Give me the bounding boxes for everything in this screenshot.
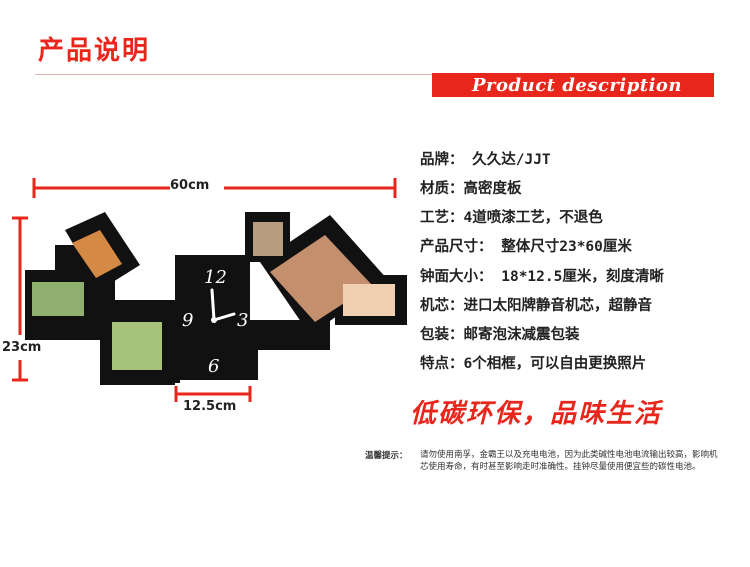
photo-frame-3 — [72, 230, 122, 278]
spec-movement: 机芯：进口太阳牌静音机芯，超静音 — [420, 298, 652, 314]
frame-body — [25, 212, 407, 385]
numeral-9: 9 — [182, 310, 193, 331]
width-label: 60cm — [170, 178, 210, 193]
spec-clock-face: 钟面大小： 18*12.5厘米，刻度清晰 — [420, 269, 664, 285]
note-text: 请勿使用南孚，金霸王以及充电电池，因为此类碱性电池电流输出较高，影响机芯使用寿命… — [420, 450, 718, 472]
photo-frame-4 — [253, 222, 283, 256]
slogan: 低碳环保，品味生活 — [410, 399, 663, 429]
spec-packaging: 包装：邮寄泡沫减震包装 — [420, 327, 580, 343]
spec-size: 产品尺寸： 整体尺寸23*60厘米 — [420, 239, 632, 255]
description-banner: Product description — [432, 73, 714, 97]
description-banner-text: Product description — [472, 75, 683, 96]
clock-hands — [210, 288, 236, 323]
numeral-6: 6 — [208, 356, 219, 377]
clock-size-label: 12.5cm — [183, 399, 237, 414]
spec-craft: 工艺：4道喷漆工艺，不退色 — [420, 210, 603, 226]
page-title: 产品说明 — [38, 36, 151, 66]
clock-numerals: 12 3 6 9 — [182, 267, 248, 377]
header-divider — [35, 74, 715, 75]
numeral-3: 3 — [237, 310, 248, 331]
height-dimension-line — [12, 216, 28, 382]
photo-frame-6 — [343, 284, 395, 316]
spec-brand: 品牌： 久久达/JJT — [420, 152, 551, 168]
note-label: 温馨提示： — [365, 451, 408, 461]
spec-material: 材质：高密度板 — [420, 181, 522, 197]
spec-features: 特点：6个相框，可以自由更换照片 — [420, 356, 647, 372]
photo-frames — [32, 222, 395, 370]
photo-frame-2 — [112, 322, 162, 370]
clock-face-dimension-line — [174, 386, 252, 402]
width-dimension-line — [32, 178, 397, 198]
photo-frame-1 — [32, 282, 84, 316]
height-label: 23cm — [2, 340, 42, 355]
numeral-12: 12 — [204, 267, 227, 288]
